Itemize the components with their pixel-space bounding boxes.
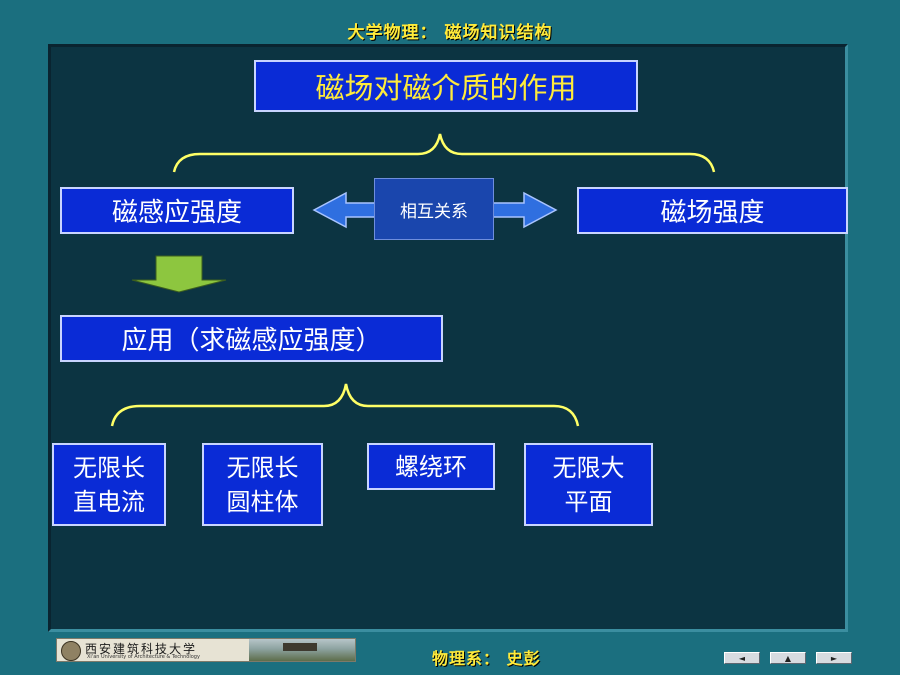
home-button[interactable]: ▲ (770, 652, 806, 664)
case-line: 平面 (564, 487, 613, 516)
case-line: 螺绕环 (395, 452, 467, 481)
case-box-cylinder: 无限长 圆柱体 (202, 443, 323, 526)
case-line: 直电流 (73, 487, 145, 516)
title-box: 磁场对磁介质的作用 (254, 60, 638, 112)
top-brace (172, 133, 716, 173)
magnetic-field-strength-box: 磁场强度 (577, 187, 848, 234)
left-triangle-icon: ◄ (738, 653, 746, 663)
next-button[interactable]: ► (816, 652, 852, 664)
bottom-brace (110, 383, 580, 427)
home-icon: ▲ (784, 653, 792, 663)
university-logo: 西安建筑科技大学 Xi'an University of Architectur… (56, 638, 356, 662)
case-line: 无限长 (226, 453, 299, 482)
logo-subtitle: Xi'an University of Architecture & Techn… (87, 654, 200, 660)
campus-photo (249, 639, 355, 661)
case-line: 圆柱体 (226, 487, 299, 516)
case-box-straight-current: 无限长 直电流 (52, 443, 166, 526)
down-arrow-icon (131, 255, 227, 293)
magnetic-induction-box: 磁感应强度 (60, 187, 294, 234)
header-title: 大学物理： 磁场知识结构 (347, 23, 553, 43)
prev-button[interactable]: ◄ (724, 652, 760, 664)
case-box-toroid: 螺绕环 (367, 443, 495, 490)
logo-name: 西安建筑科技大学 (85, 642, 198, 656)
relation-box: 相互关系 (374, 178, 494, 240)
case-line: 无限大 (552, 453, 625, 482)
seal-icon (61, 641, 81, 661)
case-line: 无限长 (73, 453, 145, 482)
footer-department: 物理系： 史彭 (432, 649, 541, 668)
right-triangle-icon: ► (830, 653, 838, 663)
case-box-infinite-plane: 无限大 平面 (524, 443, 653, 526)
application-box: 应用（求磁感应强度） (60, 315, 443, 362)
